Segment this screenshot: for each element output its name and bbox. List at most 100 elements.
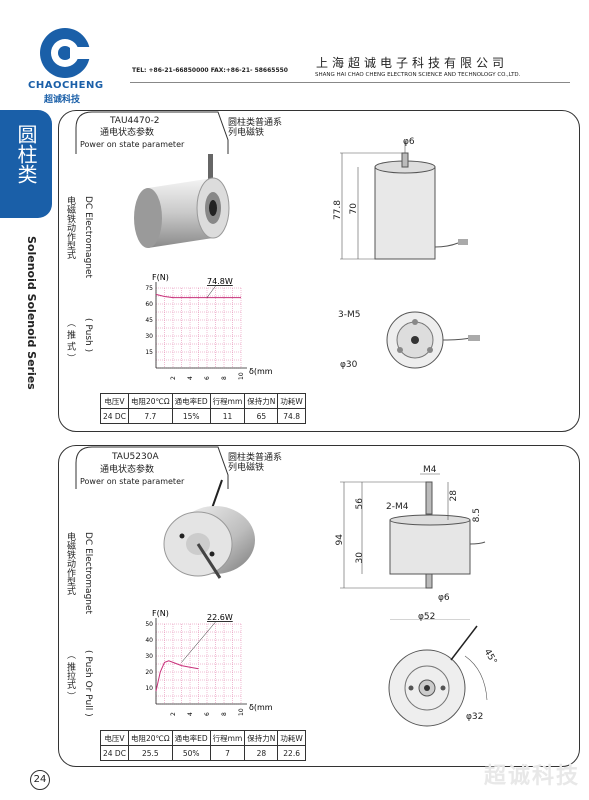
x-tick-label: 10 <box>238 372 245 380</box>
spec-header: 保持力N <box>244 393 279 409</box>
spec-header: 功耗W <box>277 393 306 409</box>
y-axis-label: F(N) <box>152 273 169 282</box>
spec-value: 25.5 <box>127 745 173 761</box>
spec-header: 电阻20℃Ω <box>127 730 173 746</box>
model-name-1: TAU4470-2 <box>110 116 160 126</box>
spec-header: 行程mm <box>209 393 246 409</box>
dim-holes-1: 3-M5 <box>338 310 361 320</box>
title-tab-outline-2 <box>75 446 229 489</box>
dim-holes-2: 2-M4 <box>386 502 409 512</box>
dimension-drawing-side-2 <box>340 473 486 620</box>
y-tick-label: 15 <box>145 349 153 356</box>
logo-icon <box>40 28 92 78</box>
x-tick-label: 2 <box>170 712 177 716</box>
spec-header-row-1: 电压V 电阻20℃Ω 通电率ED 行程mm 保持力N 功耗W <box>100 393 306 409</box>
x-tick-label: 4 <box>187 376 194 380</box>
spec-header: 功耗W <box>277 730 306 746</box>
page-number: 24 <box>30 770 50 790</box>
product-panel-2 <box>58 445 580 767</box>
spec-value: 7.7 <box>127 408 173 424</box>
dc-electromagnet-label-2: DC Electromagnet <box>83 532 93 615</box>
y-tick-label: 30 <box>145 653 153 660</box>
dimension-drawing-side-1 <box>340 141 468 260</box>
x-tick-label: 8 <box>221 376 228 380</box>
label-leader <box>181 621 216 663</box>
dim-body-dia-1: φ30 <box>340 360 358 370</box>
spec-header: 通电率ED <box>171 393 211 409</box>
x-tick-label: 6 <box>204 376 211 380</box>
spec-header: 保持力N <box>244 730 279 746</box>
dim-shaft-length-2: 28 <box>449 490 459 502</box>
spec-value: 50% <box>171 745 211 761</box>
y-tick-label: 30 <box>145 333 153 340</box>
brand-name-cn: 超诚科技 <box>44 95 81 105</box>
category-tab: 圆柱类 <box>0 110 52 218</box>
title-tab-outline-1 <box>75 111 229 154</box>
category-label-2: 圆柱类普通系列电磁铁 <box>228 453 283 473</box>
spec-value-row-1: 24 DC 7.7 15% 11 65 74.8 <box>100 408 306 424</box>
spec-table-1: 电压V 电阻20℃Ω 通电率ED 行程mm 保持力N 功耗W 24 DC 7.7… <box>100 393 306 424</box>
mode-cn-label-1: （ 推 式 ） <box>65 318 75 363</box>
state-label-cn-1: 通电状态参数 <box>100 128 155 138</box>
series-label: Solenoid Solenoid Series <box>25 236 38 390</box>
state-label-cn-2: 通电状态参数 <box>100 465 155 475</box>
spec-header: 行程mm <box>209 730 246 746</box>
dim-thread-2: M4 <box>423 465 437 475</box>
header-divider <box>130 82 570 83</box>
category-label-1: 圆柱类普通系列电磁铁 <box>228 118 283 138</box>
x-axis-label: δ(mm) <box>249 367 272 376</box>
dim-upper-height-2: 56 <box>355 498 365 510</box>
spec-value: 28 <box>244 745 279 761</box>
state-label-en-1: Power on state parameter <box>80 140 185 149</box>
product-panel-1 <box>58 110 580 432</box>
x-tick-label: 8 <box>221 712 228 716</box>
x-tick-label: 6 <box>204 712 211 716</box>
model-name-2: TAU5230A <box>112 452 159 462</box>
mode-en-label-1: ( Push ) <box>83 318 93 353</box>
force-curve <box>155 660 199 692</box>
dim-body-height-2: 30 <box>355 552 365 564</box>
power-label: 22.6W <box>207 613 233 622</box>
action-type-label-2: 电磁铁动作型式 <box>65 532 75 595</box>
product-photo-1 <box>134 154 230 248</box>
mode-cn-label-2: （ 推拉式 ） <box>65 650 75 701</box>
dim-total-height-1: 77.8 <box>333 200 343 221</box>
company-name-en: SHANG HAI CHAO CHENG ELECTRON SCIENCE AN… <box>315 72 521 78</box>
dim-total-height-2: 94 <box>335 534 345 546</box>
x-axis-label: δ(mm) <box>249 703 272 712</box>
state-label-en-2: Power on state parameter <box>80 477 185 486</box>
y-tick-label: 45 <box>145 317 153 324</box>
dim-body-height-1: 70 <box>349 203 359 215</box>
dim-body-dia-2: φ52 <box>418 612 436 622</box>
y-tick-label: 75 <box>145 285 153 292</box>
mode-en-label-2: ( Push Or Pull ) <box>83 650 93 717</box>
y-tick-label: 10 <box>145 685 153 692</box>
spec-value: 11 <box>209 408 246 424</box>
x-tick-label: 4 <box>187 712 194 716</box>
contact-info: TEL: +86-21-66850000 FAX:+86-21- 5866555… <box>132 67 288 74</box>
spec-table-2: 电压V 电阻20℃Ω 通电率ED 行程mm 保持力N 功耗W 24 DC 25.… <box>100 730 306 761</box>
spec-header: 通电率ED <box>171 730 211 746</box>
spec-value: 74.8 <box>277 408 306 424</box>
spec-value: 15% <box>171 408 211 424</box>
y-tick-label: 40 <box>145 637 153 644</box>
y-tick-label: 60 <box>145 301 153 308</box>
spec-value: 24 DC <box>100 408 129 424</box>
y-tick-label: 20 <box>145 669 153 676</box>
power-label: 74.8W <box>207 277 233 286</box>
spec-value-row-2: 24 DC 25.5 50% 7 28 22.6 <box>100 745 306 761</box>
action-type-label-1: 电磁铁动作型式 <box>65 196 75 259</box>
spec-value: 22.6 <box>277 745 306 761</box>
label-leader <box>206 285 216 298</box>
spec-header: 电压V <box>100 393 129 409</box>
watermark: 超诚科技 <box>484 764 581 789</box>
brand-name: CHAOCHENG <box>28 80 104 91</box>
x-tick-label: 2 <box>170 376 177 380</box>
spec-header: 电阻20℃Ω <box>127 393 173 409</box>
dimension-drawing-front-1 <box>386 311 480 369</box>
spec-value: 65 <box>244 408 279 424</box>
dimension-drawing-front-2 <box>388 625 488 727</box>
spec-header-row-2: 电压V 电阻20℃Ω 通电率ED 行程mm 保持力N 功耗W <box>100 730 306 746</box>
spec-value: 24 DC <box>100 745 129 761</box>
